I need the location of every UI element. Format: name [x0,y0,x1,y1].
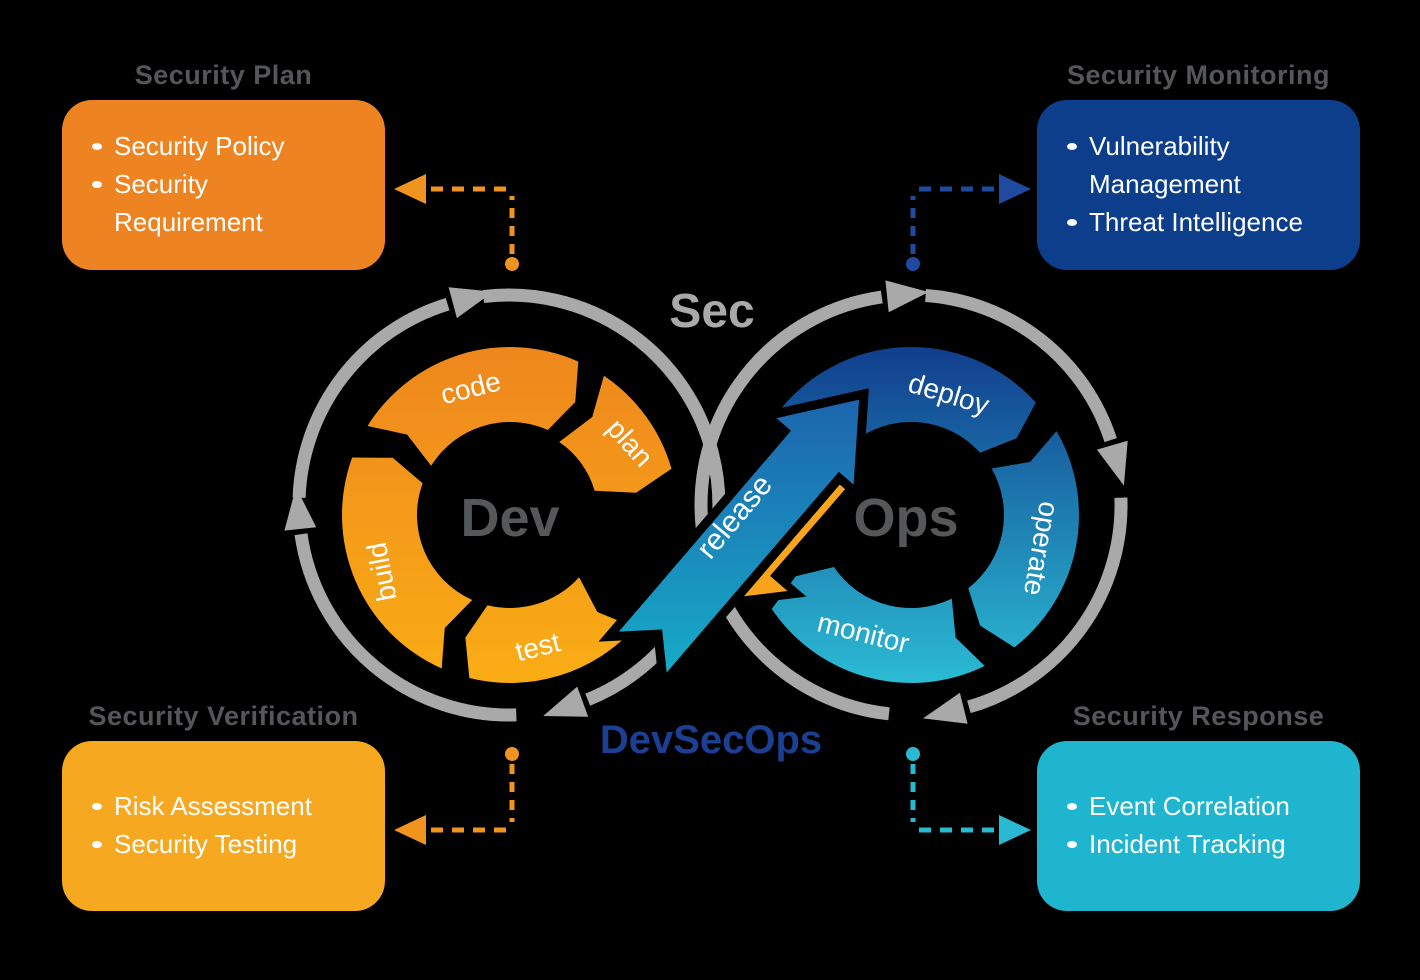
security-verification-section: Security Verification Risk Assessment Se… [62,701,385,911]
ops-title: Ops [853,488,958,548]
loop-arrowhead-icon [923,692,968,724]
list-item: Event Correlation [1067,788,1320,826]
dev-title: Dev [460,488,559,548]
infinity-loop-arcs [292,288,1128,722]
list-item: Security Testing [92,826,345,864]
security-plan-heading: Security Plan [134,60,313,90]
list-item: Security Requirement [92,166,345,241]
bullet-text: Security Requirement [114,169,263,237]
connector-to-security-verification [394,747,519,845]
security-response-box: Event Correlation Incident Tracking [1037,741,1360,911]
list-item: Risk Assessment [92,788,345,826]
connector-to-security-plan [394,174,519,271]
bullet-text: Risk Assessment [114,791,312,822]
connector-arrowhead-icon [999,815,1031,845]
connector-to-security-monitoring [906,174,1031,271]
security-plan-section: Security Plan Security Policy Security R… [62,60,385,270]
bullet-text: Security Policy [114,131,285,162]
connector-dot-icon [505,747,519,761]
bullet-icon [1067,803,1077,811]
bullet-icon [1067,143,1077,151]
list-item: Security Policy [92,128,345,166]
bullet-icon [92,841,102,848]
devsecops-title: DevSecOps [600,718,822,762]
connector-to-security-response [906,747,1031,845]
ops-segment-monitor [771,567,985,683]
dev-segment-test [465,577,635,683]
bullet-icon [92,181,102,189]
loop-arrowhead-icon [1096,440,1128,486]
bullet-icon [92,803,102,811]
security-monitoring-section: Security Monitoring Vulnerability Manage… [1037,60,1360,270]
bullet-text: Vulnerability Management [1089,131,1241,200]
sec-title: Sec [669,285,754,338]
list-item: Threat Intelligence [1067,204,1320,242]
bullet-icon [1067,841,1077,848]
security-response-heading: Security Response [1072,701,1325,731]
security-verification-box: Risk Assessment Security Testing [62,741,385,911]
connector-dot-icon [505,257,519,271]
security-verification-heading: Security Verification [88,701,359,731]
connector-dot-icon [906,257,920,271]
security-plan-box: Security Policy Security Requirement [62,100,385,270]
dev-segment-plan [559,375,672,493]
security-monitoring-heading: Security Monitoring [1066,60,1330,90]
connector-dot-icon [906,747,920,761]
bullet-text: Incident Tracking [1089,829,1286,859]
ops-segment-operate [968,431,1080,648]
bullet-text: Threat Intelligence [1089,206,1303,237]
dev-cycle [342,347,672,683]
bullet-text: Security Testing [114,829,298,859]
connector-arrowhead-icon [999,174,1031,204]
dev-segment-build [342,457,473,669]
dev-segment-code [367,347,579,466]
security-response-section: Security Response Event Correlation Inci… [1037,701,1360,911]
list-item: Incident Tracking [1067,826,1320,864]
loop-arrowheads [284,280,1128,724]
loop-arrowhead-icon [543,686,589,717]
bullet-text: Event Correlation [1089,791,1290,822]
security-monitoring-box: Vulnerability Management Threat Intellig… [1037,100,1360,270]
release-arrow [598,388,869,695]
loop-arrowhead-icon [448,287,494,319]
connector-arrowhead-icon [394,174,426,204]
bullet-icon [92,143,102,151]
list-item: Vulnerability Management [1067,128,1320,203]
ops-cycle [771,347,1080,683]
loop-arrowhead-icon [284,487,317,531]
loop-arrowhead-icon [885,280,929,313]
bullet-icon [1067,218,1077,226]
connector-arrowhead-icon [394,815,426,845]
